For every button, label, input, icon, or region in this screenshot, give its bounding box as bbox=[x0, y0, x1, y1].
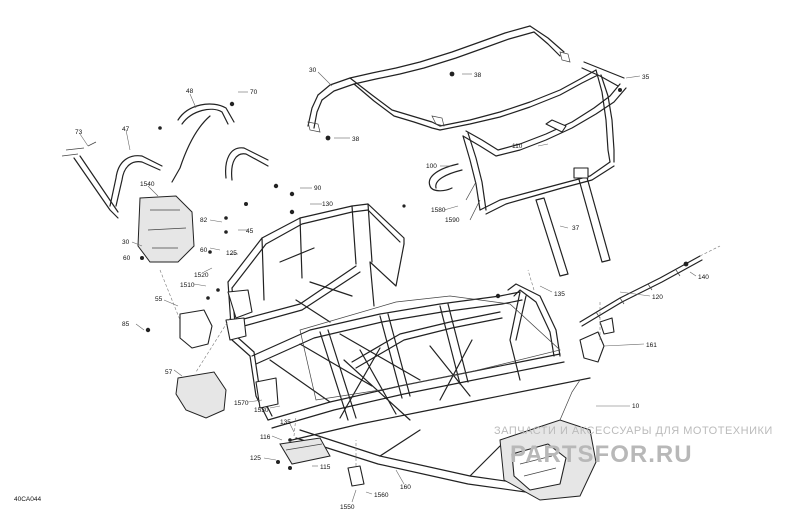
callout-116: 116 bbox=[260, 434, 271, 441]
leader-lines bbox=[79, 71, 697, 503]
callout-1530: 1530 bbox=[254, 407, 269, 414]
callout-160: 160 bbox=[400, 484, 411, 491]
clip-1560 bbox=[347, 465, 365, 487]
callout-130: 130 bbox=[322, 201, 333, 208]
side-rail-120 bbox=[579, 255, 703, 327]
callout-labels: 30 38 35 38 110 100 1580 1590 37 48 70 7… bbox=[75, 67, 709, 511]
callout-1560: 1560 bbox=[374, 492, 389, 499]
callout-1590: 1590 bbox=[445, 217, 460, 224]
callout-37: 37 bbox=[572, 225, 580, 232]
callout-60: 60 bbox=[123, 255, 131, 262]
callout-115: 115 bbox=[320, 464, 331, 471]
callout-38: 38 bbox=[352, 136, 360, 143]
watermark-tagline: ЗАПЧАСТИ И АКСЕССУАРЫ ДЛЯ МОТОТЕХНИКИ bbox=[494, 425, 773, 437]
callout-90: 90 bbox=[314, 185, 322, 192]
callout-85: 85 bbox=[122, 321, 130, 328]
callout-110: 110 bbox=[512, 143, 523, 150]
callout-45: 45 bbox=[246, 228, 254, 235]
callout-135: 135 bbox=[554, 291, 565, 298]
alignment-lines bbox=[159, 245, 721, 466]
callout-161: 161 bbox=[646, 342, 657, 349]
callout-120: 120 bbox=[652, 294, 663, 301]
grab-handle bbox=[428, 163, 463, 192]
mount-bracket-57 bbox=[175, 371, 227, 419]
callout-30: 30 bbox=[309, 67, 317, 74]
callout-35: 35 bbox=[642, 74, 650, 81]
callout-135: 135 bbox=[280, 419, 291, 426]
callout-1520: 1520 bbox=[194, 272, 209, 279]
callout-10: 10 bbox=[632, 403, 640, 410]
callout-70: 70 bbox=[250, 89, 258, 96]
callout-100: 100 bbox=[426, 163, 437, 170]
callout-57: 57 bbox=[165, 369, 173, 376]
callout-125: 125 bbox=[226, 250, 237, 257]
front-bars bbox=[61, 103, 269, 219]
callout-55: 55 bbox=[155, 296, 163, 303]
rear-posts bbox=[535, 167, 611, 277]
callout-125: 125 bbox=[250, 455, 261, 462]
callout-73: 73 bbox=[75, 129, 83, 136]
callout-30: 30 bbox=[122, 239, 130, 246]
diagram-code: 40CA044 bbox=[14, 496, 41, 503]
floor-panel bbox=[299, 295, 561, 401]
callout-38: 38 bbox=[474, 72, 482, 79]
bracket-161 bbox=[579, 331, 605, 363]
watermark-logo: PARTSFOR.RU bbox=[510, 441, 693, 468]
callout-47: 47 bbox=[122, 126, 130, 133]
callout-60: 60 bbox=[200, 247, 208, 254]
callout-48: 48 bbox=[186, 88, 194, 95]
callout-1510: 1510 bbox=[180, 282, 195, 289]
skid-bracket-115 bbox=[279, 437, 331, 465]
callout-140: 140 bbox=[698, 274, 709, 281]
roll-cage bbox=[307, 25, 627, 221]
mount-bracket-55 bbox=[179, 309, 213, 349]
callout-82: 82 bbox=[200, 217, 208, 224]
callout-1570: 1570 bbox=[234, 400, 249, 407]
callout-1580: 1580 bbox=[431, 207, 446, 214]
fasteners bbox=[140, 71, 689, 470]
callout-1550: 1550 bbox=[340, 504, 355, 511]
callout-1540: 1540 bbox=[140, 181, 155, 188]
